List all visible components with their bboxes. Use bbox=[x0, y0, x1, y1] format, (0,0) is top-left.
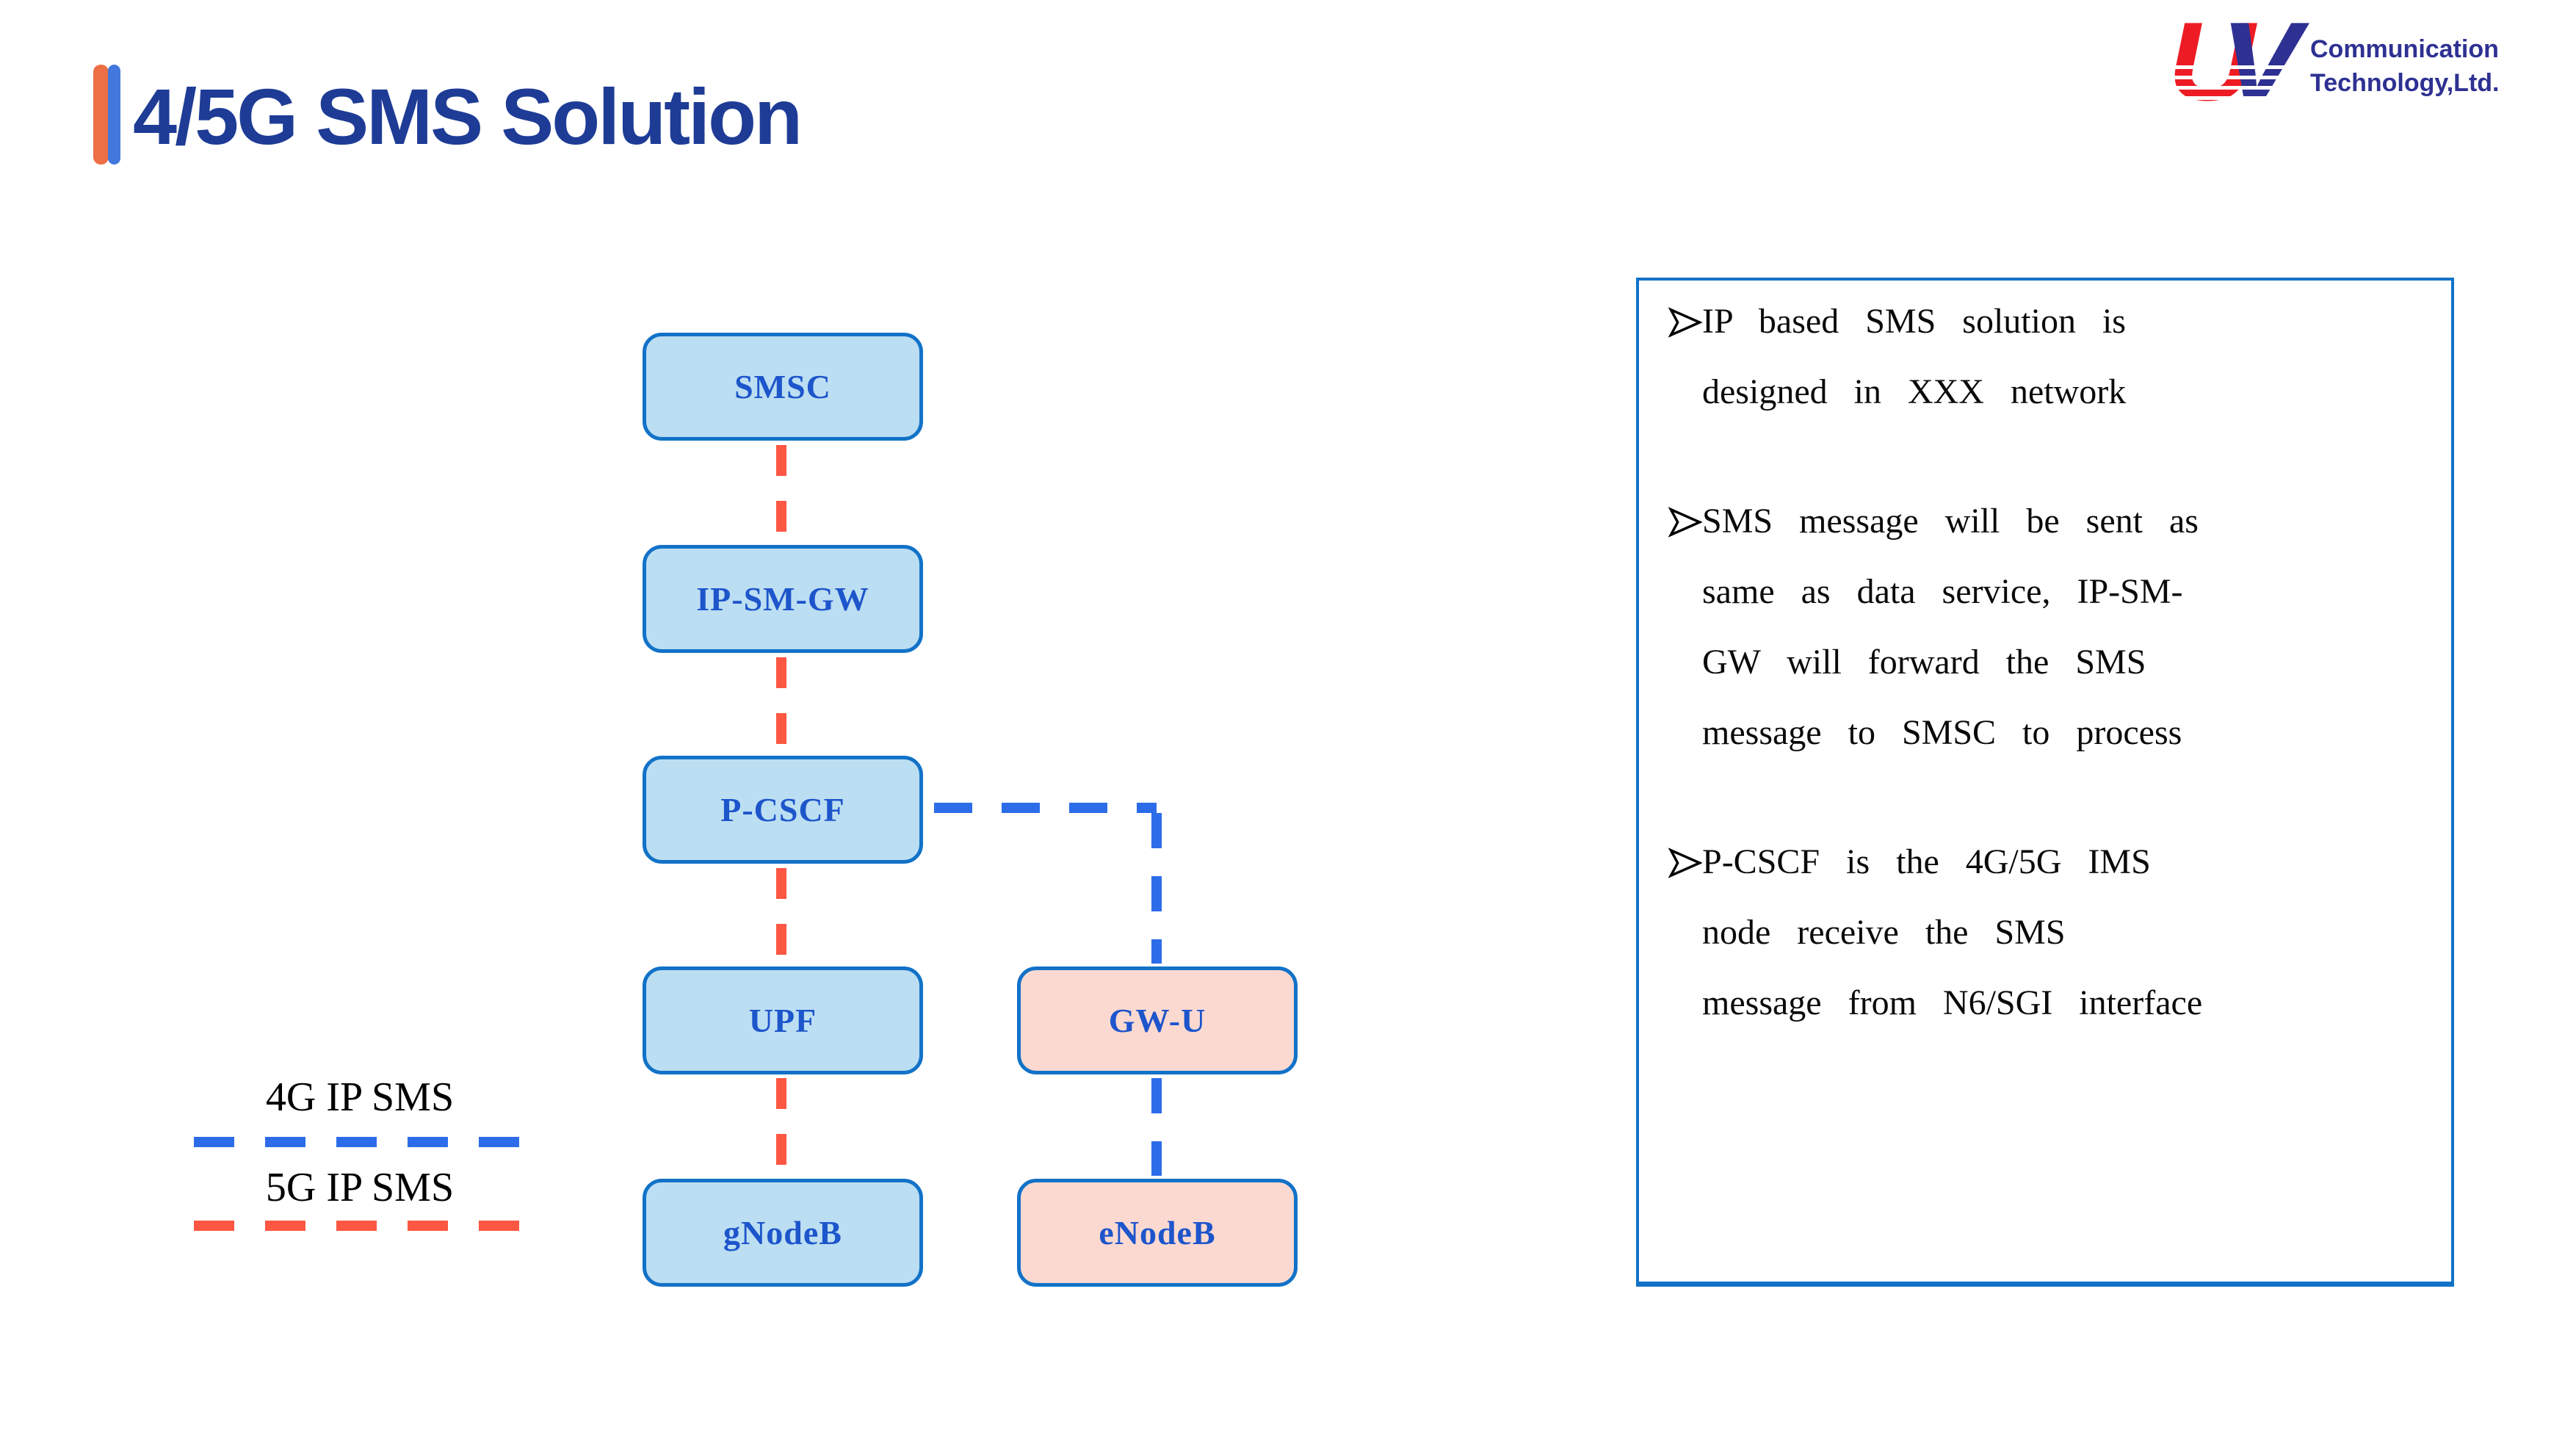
legend-4g-dashed-line bbox=[194, 1137, 549, 1147]
node-upf: UPF bbox=[643, 966, 923, 1074]
node-smsc: SMSC bbox=[643, 333, 923, 441]
bullet-3-line-1: P-CSCF is the 4G/5G IMS bbox=[1702, 842, 2151, 881]
connector-pcscf-upf-red-dashed bbox=[776, 868, 786, 964]
title-accent-bar-blue bbox=[108, 65, 120, 165]
node-ip-sm-gw: IP-SM-GW bbox=[643, 545, 923, 653]
title-accent-bar-orange bbox=[93, 65, 109, 165]
logo-text-line1: Communication bbox=[2310, 35, 2499, 63]
connector-gwu-enodeb-blue-dashed bbox=[1151, 1078, 1162, 1176]
node-gnodeb-label: gNodeB bbox=[723, 1214, 842, 1251]
node-smsc-label: SMSC bbox=[734, 368, 831, 405]
connector-ipsmgw-pcscf-red-dashed bbox=[776, 657, 786, 753]
connector-pcscf-gwu-horizontal-blue-dashed bbox=[934, 803, 1157, 813]
node-gw-u: GW-U bbox=[1017, 966, 1298, 1074]
node-ip-sm-gw-label: IP-SM-GW bbox=[696, 580, 869, 618]
node-p-cscf-label: P-CSCF bbox=[720, 791, 845, 828]
bullet-2-line-3: GW will forward the SMS bbox=[1702, 643, 2146, 682]
bullet-2-line-2: same as data service, IP-SM- bbox=[1702, 572, 2183, 611]
legend-5g-dashed-line bbox=[194, 1221, 549, 1231]
node-gnodeb: gNodeB bbox=[643, 1179, 923, 1287]
bullet-arrow-icon bbox=[1668, 306, 1702, 339]
bullet-2-line-1: SMS message will be sent as bbox=[1702, 502, 2199, 541]
connector-pcscf-gwu-vertical-blue-dashed bbox=[1151, 813, 1162, 964]
legend-5g-ip-sms-label: 5G IP SMS bbox=[265, 1165, 455, 1210]
node-enodeb: eNodeB bbox=[1017, 1179, 1298, 1287]
logo-stripes-decoration bbox=[2162, 59, 2320, 120]
node-upf-label: UPF bbox=[748, 1002, 817, 1039]
bullet-arrow-icon bbox=[1668, 505, 1702, 539]
bullet-3-line-2: node receive the SMS bbox=[1702, 913, 2066, 952]
company-logo: U V Communication Technology,Ltd. bbox=[2162, 6, 2548, 127]
bullet-2-line-4: message to SMSC to process bbox=[1702, 713, 2182, 752]
bullet-item-3: P-CSCF is the 4G/5G IMS node receive the… bbox=[1667, 827, 2414, 1038]
connector-upf-gnodeb-red-dashed bbox=[776, 1078, 786, 1176]
logo-text-line2: Technology,Ltd. bbox=[2310, 69, 2500, 97]
bullet-item-2: SMS message will be sent as same as data… bbox=[1667, 486, 2414, 768]
bullet-3-line-3: message from N6/SGI interface bbox=[1702, 983, 2203, 1022]
node-gw-u-label: GW-U bbox=[1108, 1002, 1206, 1039]
node-enodeb-label: eNodeB bbox=[1099, 1214, 1216, 1251]
logo-text: Communication Technology,Ltd. bbox=[2310, 32, 2500, 100]
legend-4g-ip-sms-label: 4G IP SMS bbox=[265, 1074, 455, 1120]
info-panel: IP based SMS solution is designed in XXX… bbox=[1636, 278, 2454, 1287]
node-p-cscf: P-CSCF bbox=[643, 756, 923, 864]
bullet-arrow-icon bbox=[1668, 846, 1702, 880]
connector-smsc-ipsmgw-red-dashed bbox=[776, 445, 786, 542]
bullet-1-line-2: designed in XXX network bbox=[1702, 372, 2127, 411]
page-title: 4/5G SMS Solution bbox=[133, 72, 803, 161]
bullet-1-line-1: IP based SMS solution is bbox=[1702, 302, 2126, 341]
bullet-item-1: IP based SMS solution is designed in XXX… bbox=[1667, 286, 2414, 427]
